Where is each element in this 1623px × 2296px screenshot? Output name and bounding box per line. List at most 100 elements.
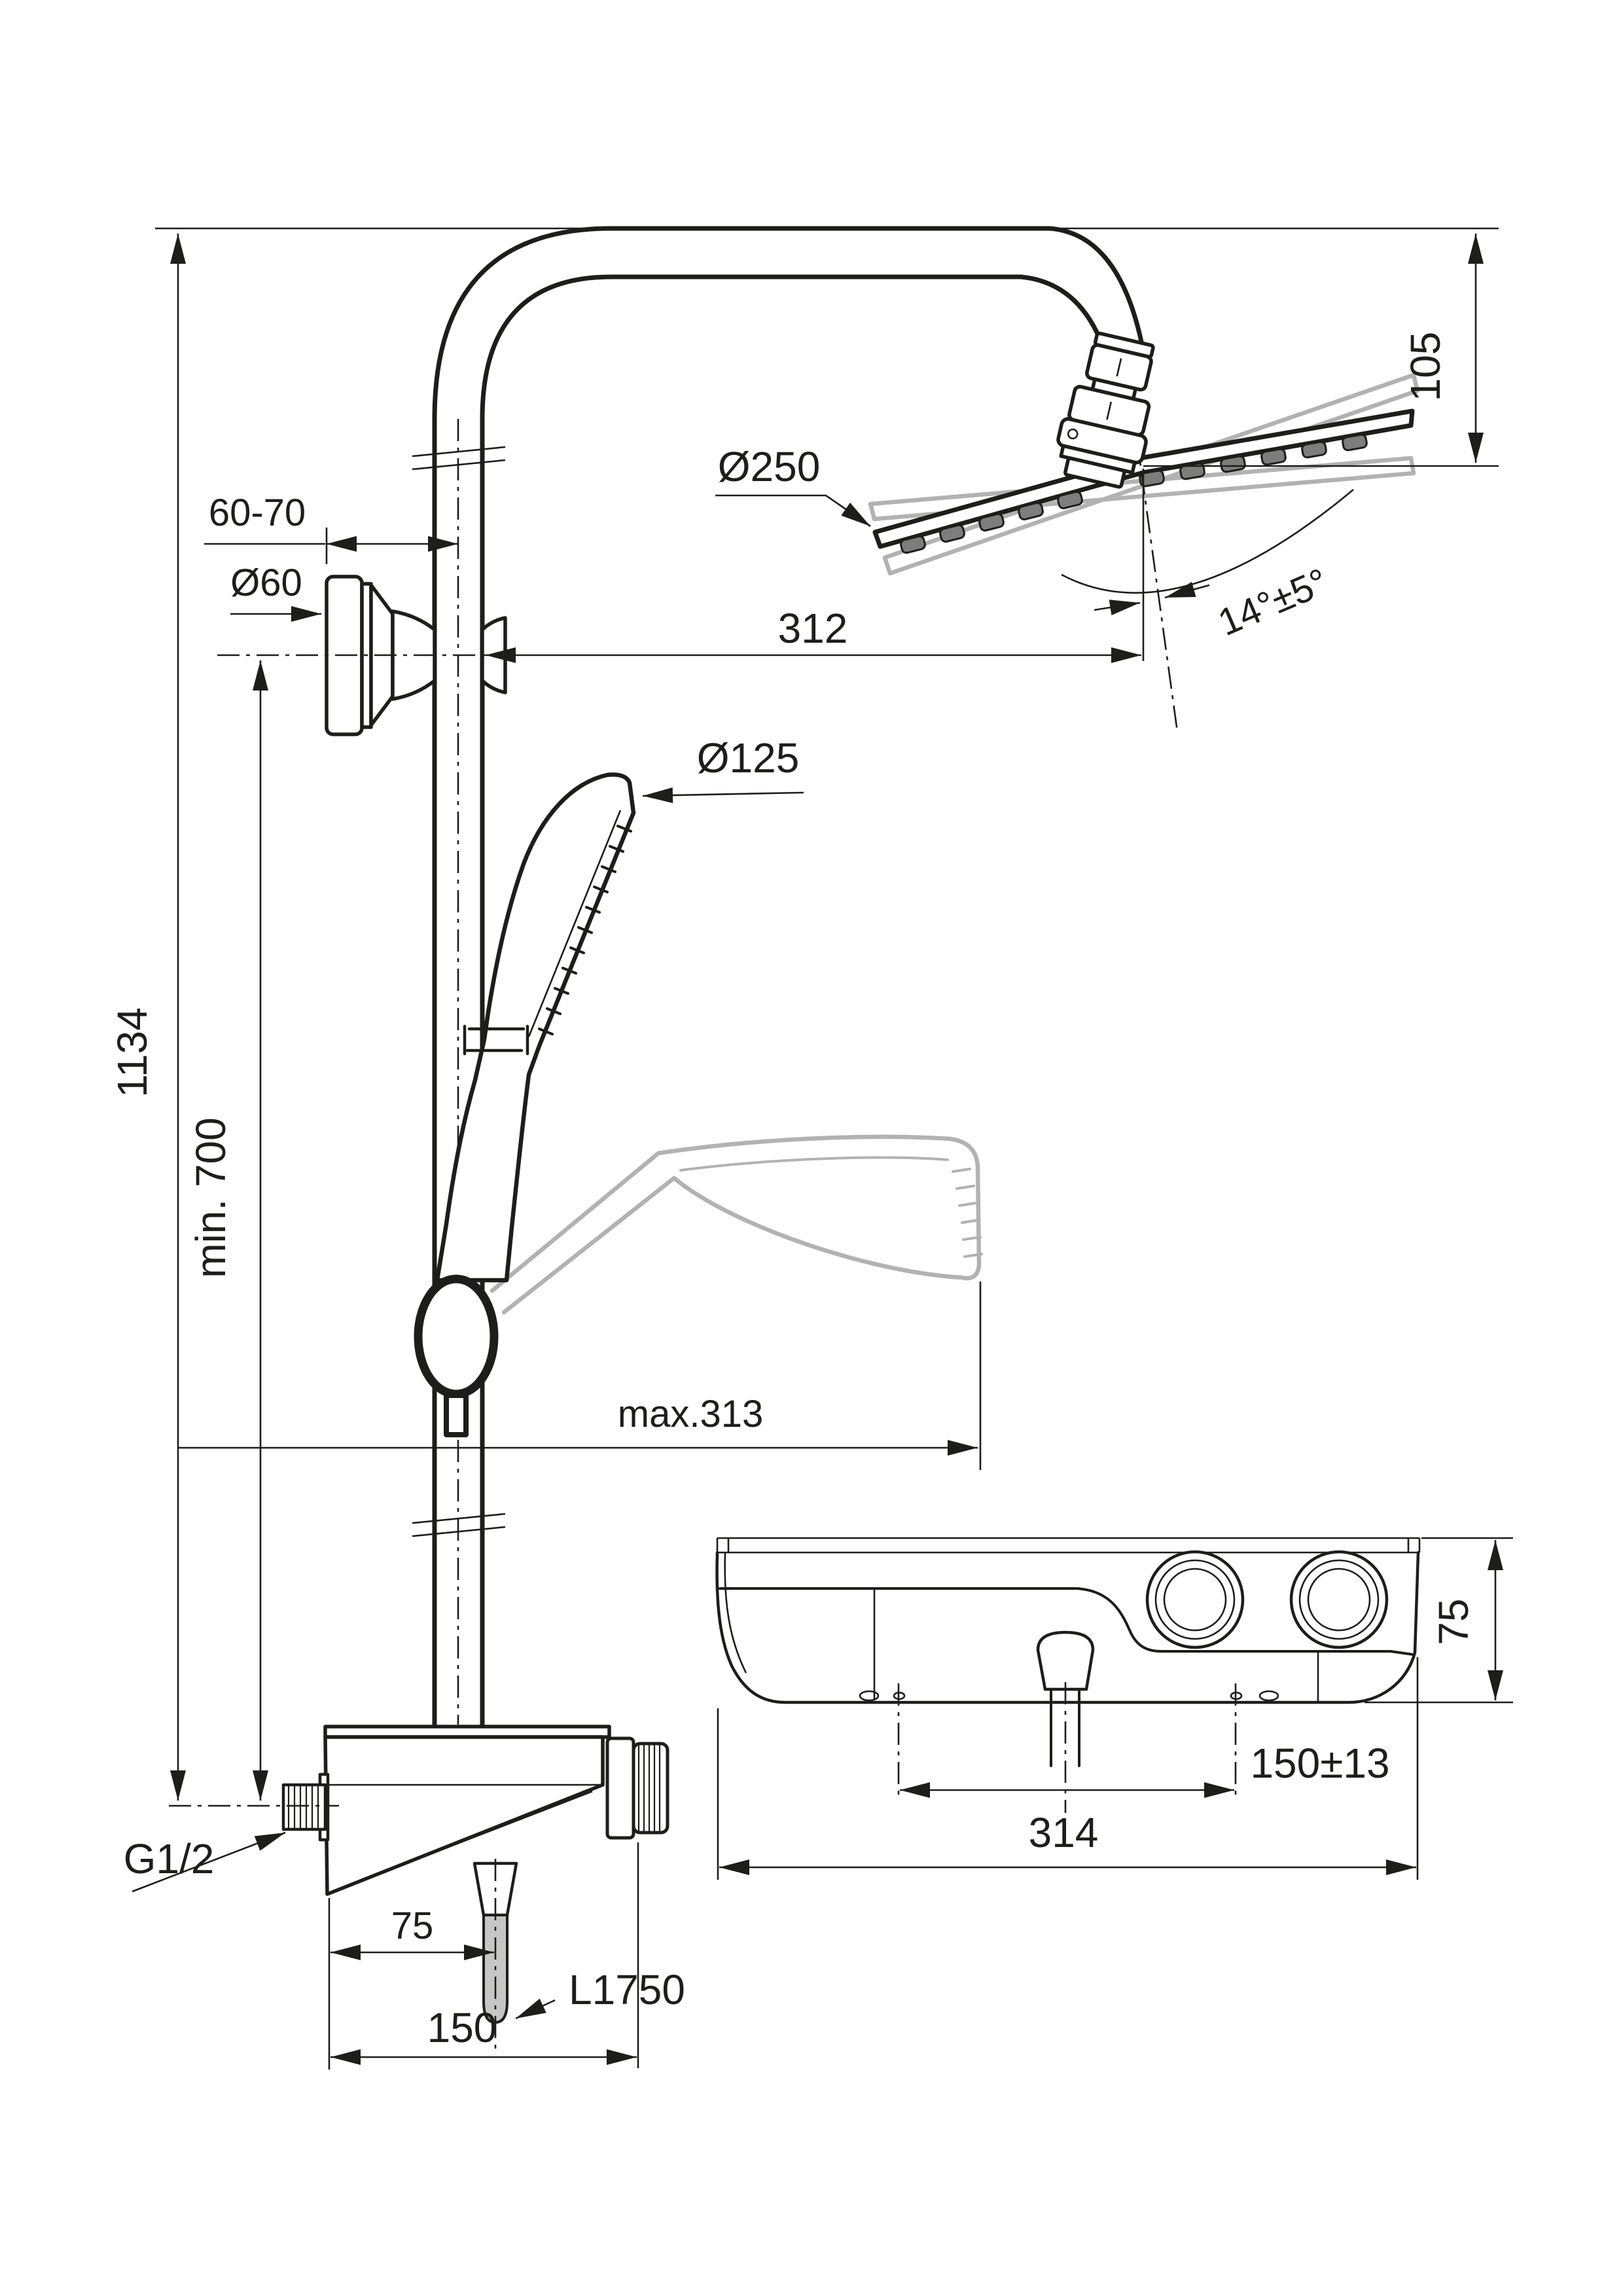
dim-label-1134: 1134 [109, 1007, 156, 1098]
label-d60: Ø60 [230, 562, 321, 622]
control-knob-right-inner [1307, 1568, 1371, 1632]
unit-recess-edge [719, 1587, 1415, 1656]
label-d125: Ø125 [642, 734, 804, 804]
ghost-head-outline [656, 1134, 982, 1281]
dim-label-l1750: L1750 [569, 1966, 685, 2013]
dim-label-312: 312 [778, 605, 848, 652]
head-nozzle [1301, 440, 1327, 459]
pipe-inner-line [480, 274, 1024, 1731]
head-axis-centerline [1135, 433, 1179, 732]
connector-pin [1067, 428, 1079, 440]
pipe-outer-line [432, 226, 1052, 1731]
label-g12: G1/2 [124, 1831, 286, 1893]
control-knob-left-ring [1154, 1559, 1236, 1640]
leader [515, 1998, 556, 2020]
hand-shower-face-line [527, 810, 622, 1037]
label-l1750: L1750 [515, 1966, 685, 2020]
angle-arrow-left [1094, 600, 1141, 615]
slider-holder-knob [414, 1274, 499, 1399]
head-nozzle [1342, 433, 1368, 452]
leader [132, 1831, 286, 1893]
dim-max313: max.313 [178, 1282, 982, 1470]
head-nozzle [1057, 490, 1083, 510]
hose-bottom-view [1050, 1688, 1080, 1767]
control-knob-left [1145, 1550, 1245, 1649]
mixer-unit-front [281, 1725, 669, 2055]
dim-label-75-front: 75 [391, 1905, 434, 1947]
dim-label-314: 314 [1029, 1809, 1099, 1856]
control-knob-left-inner [1163, 1568, 1227, 1632]
leader [715, 494, 871, 528]
inlet-thread-hatch [287, 1786, 319, 1828]
control-knob-right-ring [1298, 1559, 1380, 1640]
head-nozzle [900, 535, 926, 554]
unit-wall-rail [716, 1537, 1421, 1554]
dim-150-front: 150 [330, 1842, 639, 2068]
dim-60-70: 60-70 [204, 492, 458, 564]
dim-150pm13: 150±13 [900, 1740, 1390, 1798]
dim-75-depth: 75 [1364, 1537, 1513, 1704]
dim-label-150: 150 [427, 2004, 497, 2051]
dim-label-150pm13: 150±13 [1250, 1740, 1389, 1787]
head-nozzle [1018, 501, 1044, 521]
pipe-break-upper [412, 446, 506, 471]
dim-105: 105 [1143, 234, 1499, 467]
head-nozzle [1139, 469, 1165, 488]
dim-label-min700: min. 700 [187, 1117, 234, 1278]
leader [642, 787, 804, 804]
dim-min700: min. 700 [187, 660, 268, 1801]
inlet-port-right-outer [1258, 1690, 1279, 1702]
extensions [1364, 1537, 1513, 1704]
pipe-break-lower [412, 1513, 506, 1537]
head-nozzle [1220, 455, 1246, 473]
dim-label-max313: max.313 [618, 1393, 763, 1435]
unit-outline [715, 1551, 1420, 1704]
label-d250: Ø250 [715, 443, 871, 528]
ghost-handle [490, 1151, 677, 1315]
knob-collar [605, 1736, 635, 1840]
holder-clamp [463, 1024, 529, 1056]
hand-shower-ghost [490, 1134, 983, 1315]
mixer-body [323, 1735, 605, 1896]
connector-nut-mark [1106, 401, 1113, 420]
dim-1134: 1134 [109, 227, 1499, 1801]
dim-angle: 14°±5° [1061, 489, 1354, 644]
extensions [717, 1657, 1419, 1880]
head-nozzle [978, 512, 1005, 532]
dim-label-105: 105 [1402, 332, 1449, 402]
inlet-port-centerlines [897, 1683, 1237, 1799]
angle-arrow-right [1164, 582, 1210, 599]
mixer-body-edge [340, 1790, 593, 1890]
connector-nut-mark [1116, 358, 1122, 377]
pipe-end-fill [1021, 228, 1141, 351]
pipe-bend-fill [435, 228, 611, 419]
knurl-hatch [637, 1745, 661, 1831]
head-connector [1056, 331, 1155, 489]
dim-312: 312 [486, 605, 1141, 663]
dim-label-75-depth: 75 [1430, 1598, 1477, 1645]
pipe-arm-fill [609, 228, 1067, 277]
ghost-nozzle-band [952, 1168, 983, 1258]
hose-outlet-dome [1036, 1630, 1095, 1691]
dim-label-g12: G1/2 [124, 1835, 215, 1882]
dim-75-front: 75 [328, 1898, 494, 2070]
head-nozzle [939, 524, 965, 543]
ghost-head-seam [679, 1156, 949, 1172]
dim-314: 314 [717, 1657, 1419, 1880]
inlet-port-left-outer [859, 1690, 880, 1702]
head-nozzle [1260, 448, 1287, 466]
dim-label-d125: Ø125 [697, 734, 800, 781]
dim-label-d250: Ø250 [718, 443, 821, 490]
dim-label-d60: Ø60 [230, 562, 302, 604]
inlet-thread [281, 1783, 327, 1831]
unit-panel-lines [873, 1588, 1319, 1702]
hand-shower-nozzle-band [538, 825, 632, 1035]
control-unit-bottom-view [715, 1537, 1421, 1813]
hand-shower [435, 772, 636, 1283]
control-knob-right [1289, 1550, 1389, 1649]
connector-base [1063, 456, 1126, 489]
pipe-end-outer [1047, 226, 1144, 344]
dim-label-60-70: 60-70 [209, 492, 306, 534]
